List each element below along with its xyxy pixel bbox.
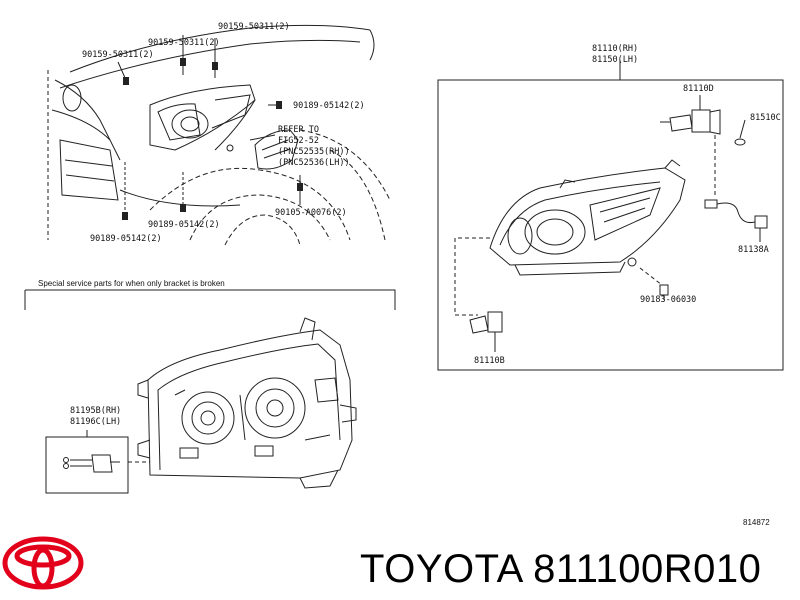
label-90159-left: 90159-50311(2) bbox=[82, 50, 154, 60]
label-81196c: 81196C(LH) bbox=[70, 417, 122, 427]
bulb-81510c bbox=[734, 138, 746, 146]
headlamp-rear-view bbox=[137, 317, 357, 489]
label-90159-top: 90159-50311(2) bbox=[218, 22, 290, 32]
socket-81138a bbox=[704, 199, 768, 242]
label-90159-mid: 90159-50311(2) bbox=[148, 38, 220, 48]
refer-line-4: (PNC52536(LH)) bbox=[278, 158, 350, 168]
brand-part-number: TOYOTA 811100R010 bbox=[360, 547, 762, 591]
label-90189-left: 90189-05142(2) bbox=[90, 234, 162, 244]
special-service-note: Special service parts for when only brac… bbox=[38, 279, 225, 288]
headlamp-assembly bbox=[489, 159, 686, 276]
label-81110-rh: 81110(RH) bbox=[592, 44, 639, 54]
clip-90183 bbox=[659, 284, 669, 296]
bulb-81110d bbox=[660, 95, 721, 135]
diagram-number: 814872 bbox=[743, 518, 770, 527]
label-81195b: 81195B(RH) bbox=[70, 406, 122, 416]
label-81138a: 81138A bbox=[738, 245, 769, 255]
label-81150-lh: 81150(LH) bbox=[592, 55, 639, 65]
label-81110d: 81110D bbox=[683, 84, 714, 94]
label-81110b: 81110B bbox=[474, 356, 505, 366]
label-90189-right: 90189-05142(2) bbox=[293, 101, 365, 111]
refer-line-2: FIG52-52 bbox=[278, 136, 319, 146]
bulb-81110b bbox=[469, 311, 503, 352]
bracket-81195b bbox=[63, 454, 120, 473]
refer-line-1: REFER TO bbox=[278, 125, 319, 135]
toyota-logo-icon bbox=[2, 536, 84, 590]
service-part-box bbox=[45, 436, 129, 494]
car-front-illustration bbox=[47, 24, 391, 246]
label-90183: 90183-06030 bbox=[640, 295, 697, 305]
label-90105: 90105-A0076(2) bbox=[275, 208, 347, 218]
exploded-view-frame bbox=[437, 79, 784, 371]
refer-line-3: (PNC52535(RH)) bbox=[278, 147, 350, 157]
label-90189-bottom: 90189-05142(2) bbox=[148, 220, 220, 230]
label-81510c: 81510C bbox=[750, 113, 781, 123]
